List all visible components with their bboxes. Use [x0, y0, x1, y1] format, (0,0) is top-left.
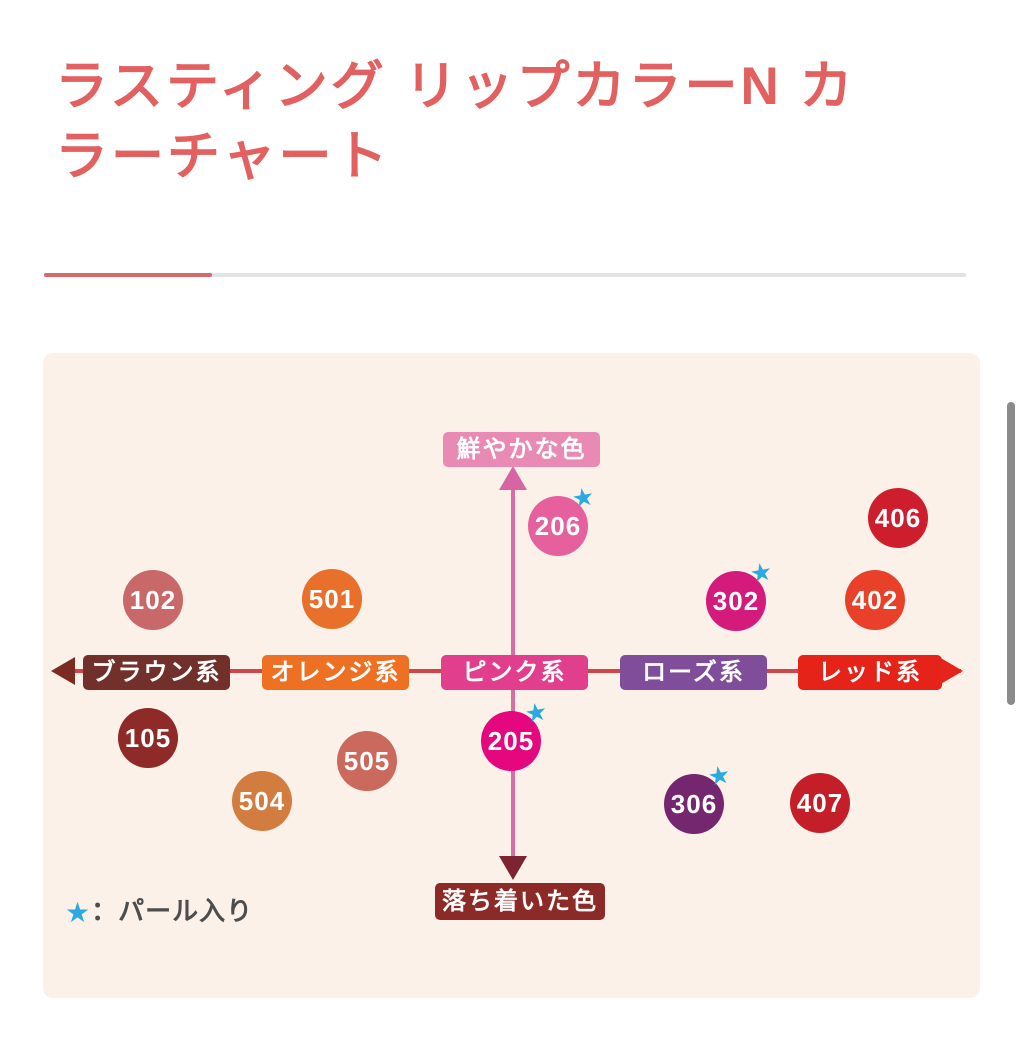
axis-arrow-right-icon: [939, 657, 963, 685]
shade-circle: 206★: [528, 482, 598, 556]
axis-label-vivid: 鮮やかな色: [443, 432, 600, 467]
scrollbar-thumb[interactable]: [1007, 402, 1015, 705]
pearl-star-icon: ★: [747, 557, 776, 589]
axis-arrow-down-icon: [499, 856, 527, 880]
category-box: ローズ系: [620, 655, 767, 690]
color-chart-panel: 鮮やかな色 落ち着いた色 ブラウン系オレンジ系ピンク系ローズ系レッド系 102 1…: [43, 353, 980, 998]
category-box: ピンク系: [441, 655, 588, 690]
shade-circle: 105: [118, 708, 178, 768]
page-title: ラスティング リップカラーN カ ラーチャート: [55, 52, 955, 192]
axis-label-subdued: 落ち着いた色: [435, 883, 605, 920]
pearl-legend: ★：パール入り: [65, 891, 253, 929]
page-title-line1: ラスティング リップカラーN カ: [55, 57, 856, 116]
shade-circle: 501: [302, 569, 362, 629]
pearl-star-icon: ★: [705, 760, 734, 792]
shade-circle: 102: [123, 570, 183, 630]
category-box: レッド系: [798, 655, 942, 690]
shade-circle: 402: [845, 570, 905, 630]
section-divider-accent: [44, 273, 212, 277]
page-title-line2: ラーチャート: [55, 127, 391, 186]
shade-circle: 407: [790, 773, 850, 833]
shade-circle: 505: [337, 731, 397, 791]
axis-arrow-up-icon: [499, 466, 527, 490]
axis-arrow-left-icon: [51, 657, 75, 685]
pearl-legend-label: ：パール入り: [91, 896, 254, 926]
shade-circle: 504: [232, 771, 292, 831]
pearl-star-icon: ★: [65, 897, 92, 928]
shade-circle: 302★: [706, 557, 776, 631]
shade-circle: 406: [868, 488, 928, 548]
pearl-star-icon: ★: [569, 482, 598, 514]
category-box: オレンジ系: [262, 655, 409, 690]
shade-circle: 306★: [664, 760, 734, 834]
section-divider: [44, 273, 966, 277]
pearl-star-icon: ★: [522, 697, 551, 729]
shade-circle: 205★: [481, 697, 551, 771]
category-box: ブラウン系: [83, 655, 230, 690]
